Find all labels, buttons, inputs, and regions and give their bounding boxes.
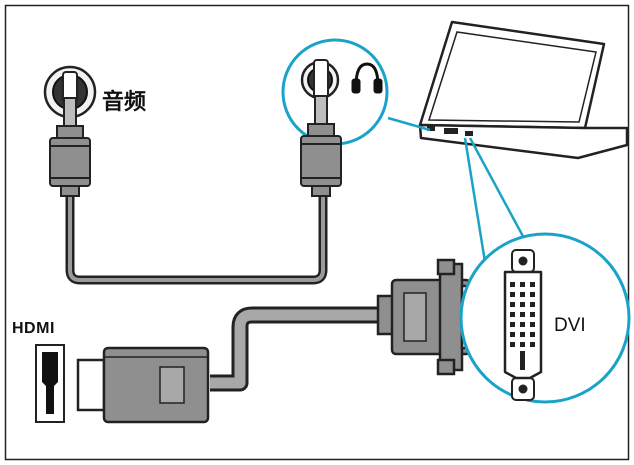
dvi-label: DVI: [554, 315, 586, 336]
dvi-callout: DVI: [459, 232, 631, 404]
hdmi-socket: [35, 344, 65, 423]
hdmi-plug: [76, 346, 210, 424]
hdmi-dvi-cable: [210, 306, 390, 392]
audio-label: 音频: [102, 89, 146, 115]
audio-cable: [65, 188, 328, 285]
audio-plug-right: [300, 59, 342, 197]
hdmi-logo: HDMI: [12, 320, 55, 337]
audio-plug-left: [49, 71, 91, 197]
laptop: [418, 20, 629, 160]
callout-lines: [387, 116, 527, 263]
dvi-pins: [510, 282, 535, 370]
headphone-icon: [351, 62, 383, 94]
